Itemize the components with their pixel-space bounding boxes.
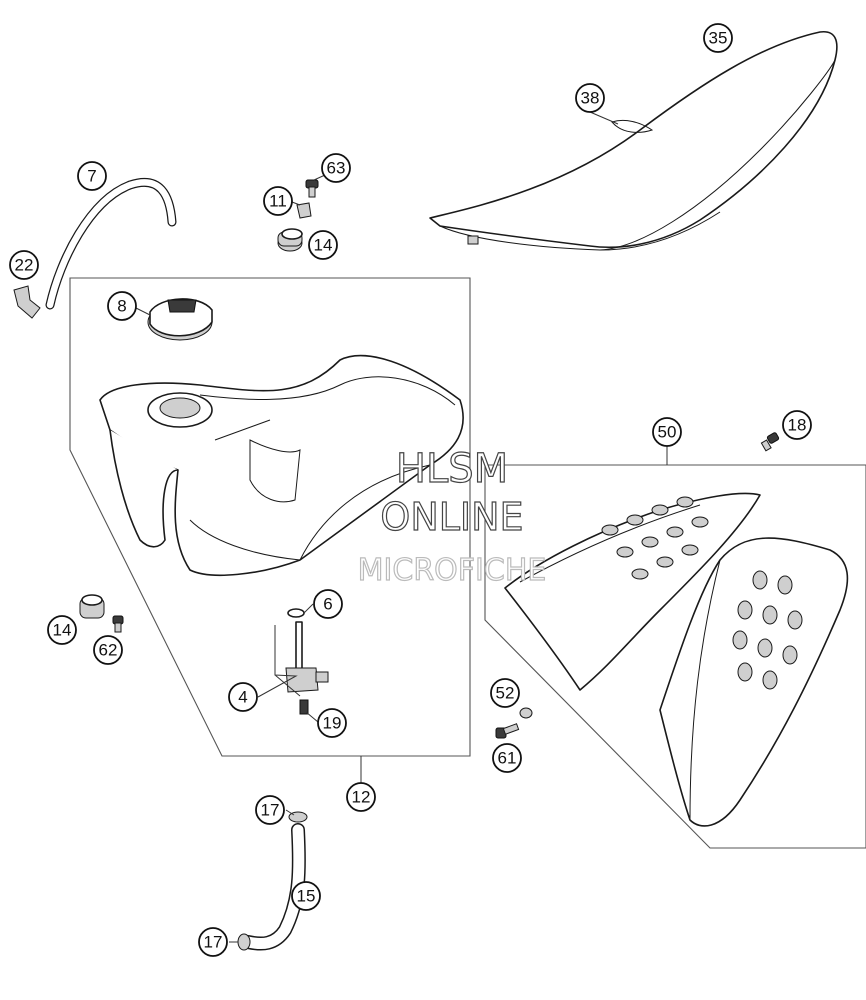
callout-50: 50 <box>652 417 682 447</box>
leader-lines <box>135 111 668 943</box>
watermark: HLSM ONLINE MICROFICHE <box>357 445 547 588</box>
small-hardware-left <box>79 594 124 633</box>
callout-17-bottom-label: 17 <box>204 933 223 952</box>
callout-18: 18 <box>782 410 812 440</box>
callout-62: 62 <box>93 635 123 665</box>
callout-19-label: 19 <box>323 714 342 733</box>
callout-14-left: 14 <box>47 615 77 645</box>
callout-62-label: 62 <box>99 641 118 660</box>
callout-61-label: 61 <box>498 749 517 768</box>
watermark-line-3: MICROFICHE <box>358 553 547 588</box>
watermark-line-1: HLSM <box>396 446 508 492</box>
callout-35-label: 35 <box>709 29 728 48</box>
callout-4: 4 <box>228 682 258 712</box>
seat <box>429 31 838 251</box>
callout-61: 61 <box>492 743 522 773</box>
callout-8: 8 <box>107 291 137 321</box>
small-hardware-top <box>277 179 319 252</box>
callout-4-label: 4 <box>238 688 247 707</box>
callout-6: 6 <box>313 589 343 619</box>
callout-12-label: 12 <box>352 788 371 807</box>
callout-15: 15 <box>291 881 321 911</box>
callout-17-bottom: 17 <box>198 927 228 957</box>
bolt-18 <box>760 432 780 452</box>
callouts: 35 38 7 63 11 14 22 8 50 18 6 14 62 4 19… <box>9 23 812 957</box>
callout-17-top-label: 17 <box>261 801 280 820</box>
callout-63-label: 63 <box>327 159 346 178</box>
fuel-hose <box>237 811 308 951</box>
elbow-fitting <box>13 285 41 319</box>
callout-14-top-label: 14 <box>314 236 333 255</box>
filler-cap <box>147 298 213 341</box>
callout-14-top: 14 <box>308 230 338 260</box>
spoiler-left <box>504 492 761 691</box>
callout-22: 22 <box>9 250 39 280</box>
vent-hose <box>45 177 177 310</box>
spoiler-right <box>659 537 849 827</box>
callout-18-label: 18 <box>788 416 807 435</box>
callout-14-left-label: 14 <box>53 621 72 640</box>
callout-50-label: 50 <box>658 423 677 442</box>
fuel-tap <box>285 608 329 715</box>
callout-35: 35 <box>703 23 733 53</box>
callout-7: 7 <box>77 161 107 191</box>
callout-52-label: 52 <box>496 684 515 703</box>
watermark-line-2: ONLINE <box>380 495 523 539</box>
callout-52: 52 <box>490 678 520 708</box>
callout-12: 12 <box>346 782 376 812</box>
callout-11-label: 11 <box>269 192 287 211</box>
callout-7-label: 7 <box>87 167 96 186</box>
tank-group-frame <box>69 277 471 757</box>
fuel-tank <box>99 354 464 576</box>
callout-63: 63 <box>321 153 351 183</box>
callout-17-top: 17 <box>255 795 285 825</box>
bolt-washer-61-52 <box>495 707 533 739</box>
callout-19: 19 <box>317 708 347 738</box>
callout-6-label: 6 <box>323 595 332 614</box>
callout-38: 38 <box>575 83 605 113</box>
callout-22-label: 22 <box>15 256 34 275</box>
callout-38-label: 38 <box>581 89 600 108</box>
spoiler-group-frame <box>484 464 866 849</box>
callout-8-label: 8 <box>117 297 126 316</box>
callout-15-label: 15 <box>297 887 316 906</box>
callout-11: 11 <box>263 186 293 216</box>
